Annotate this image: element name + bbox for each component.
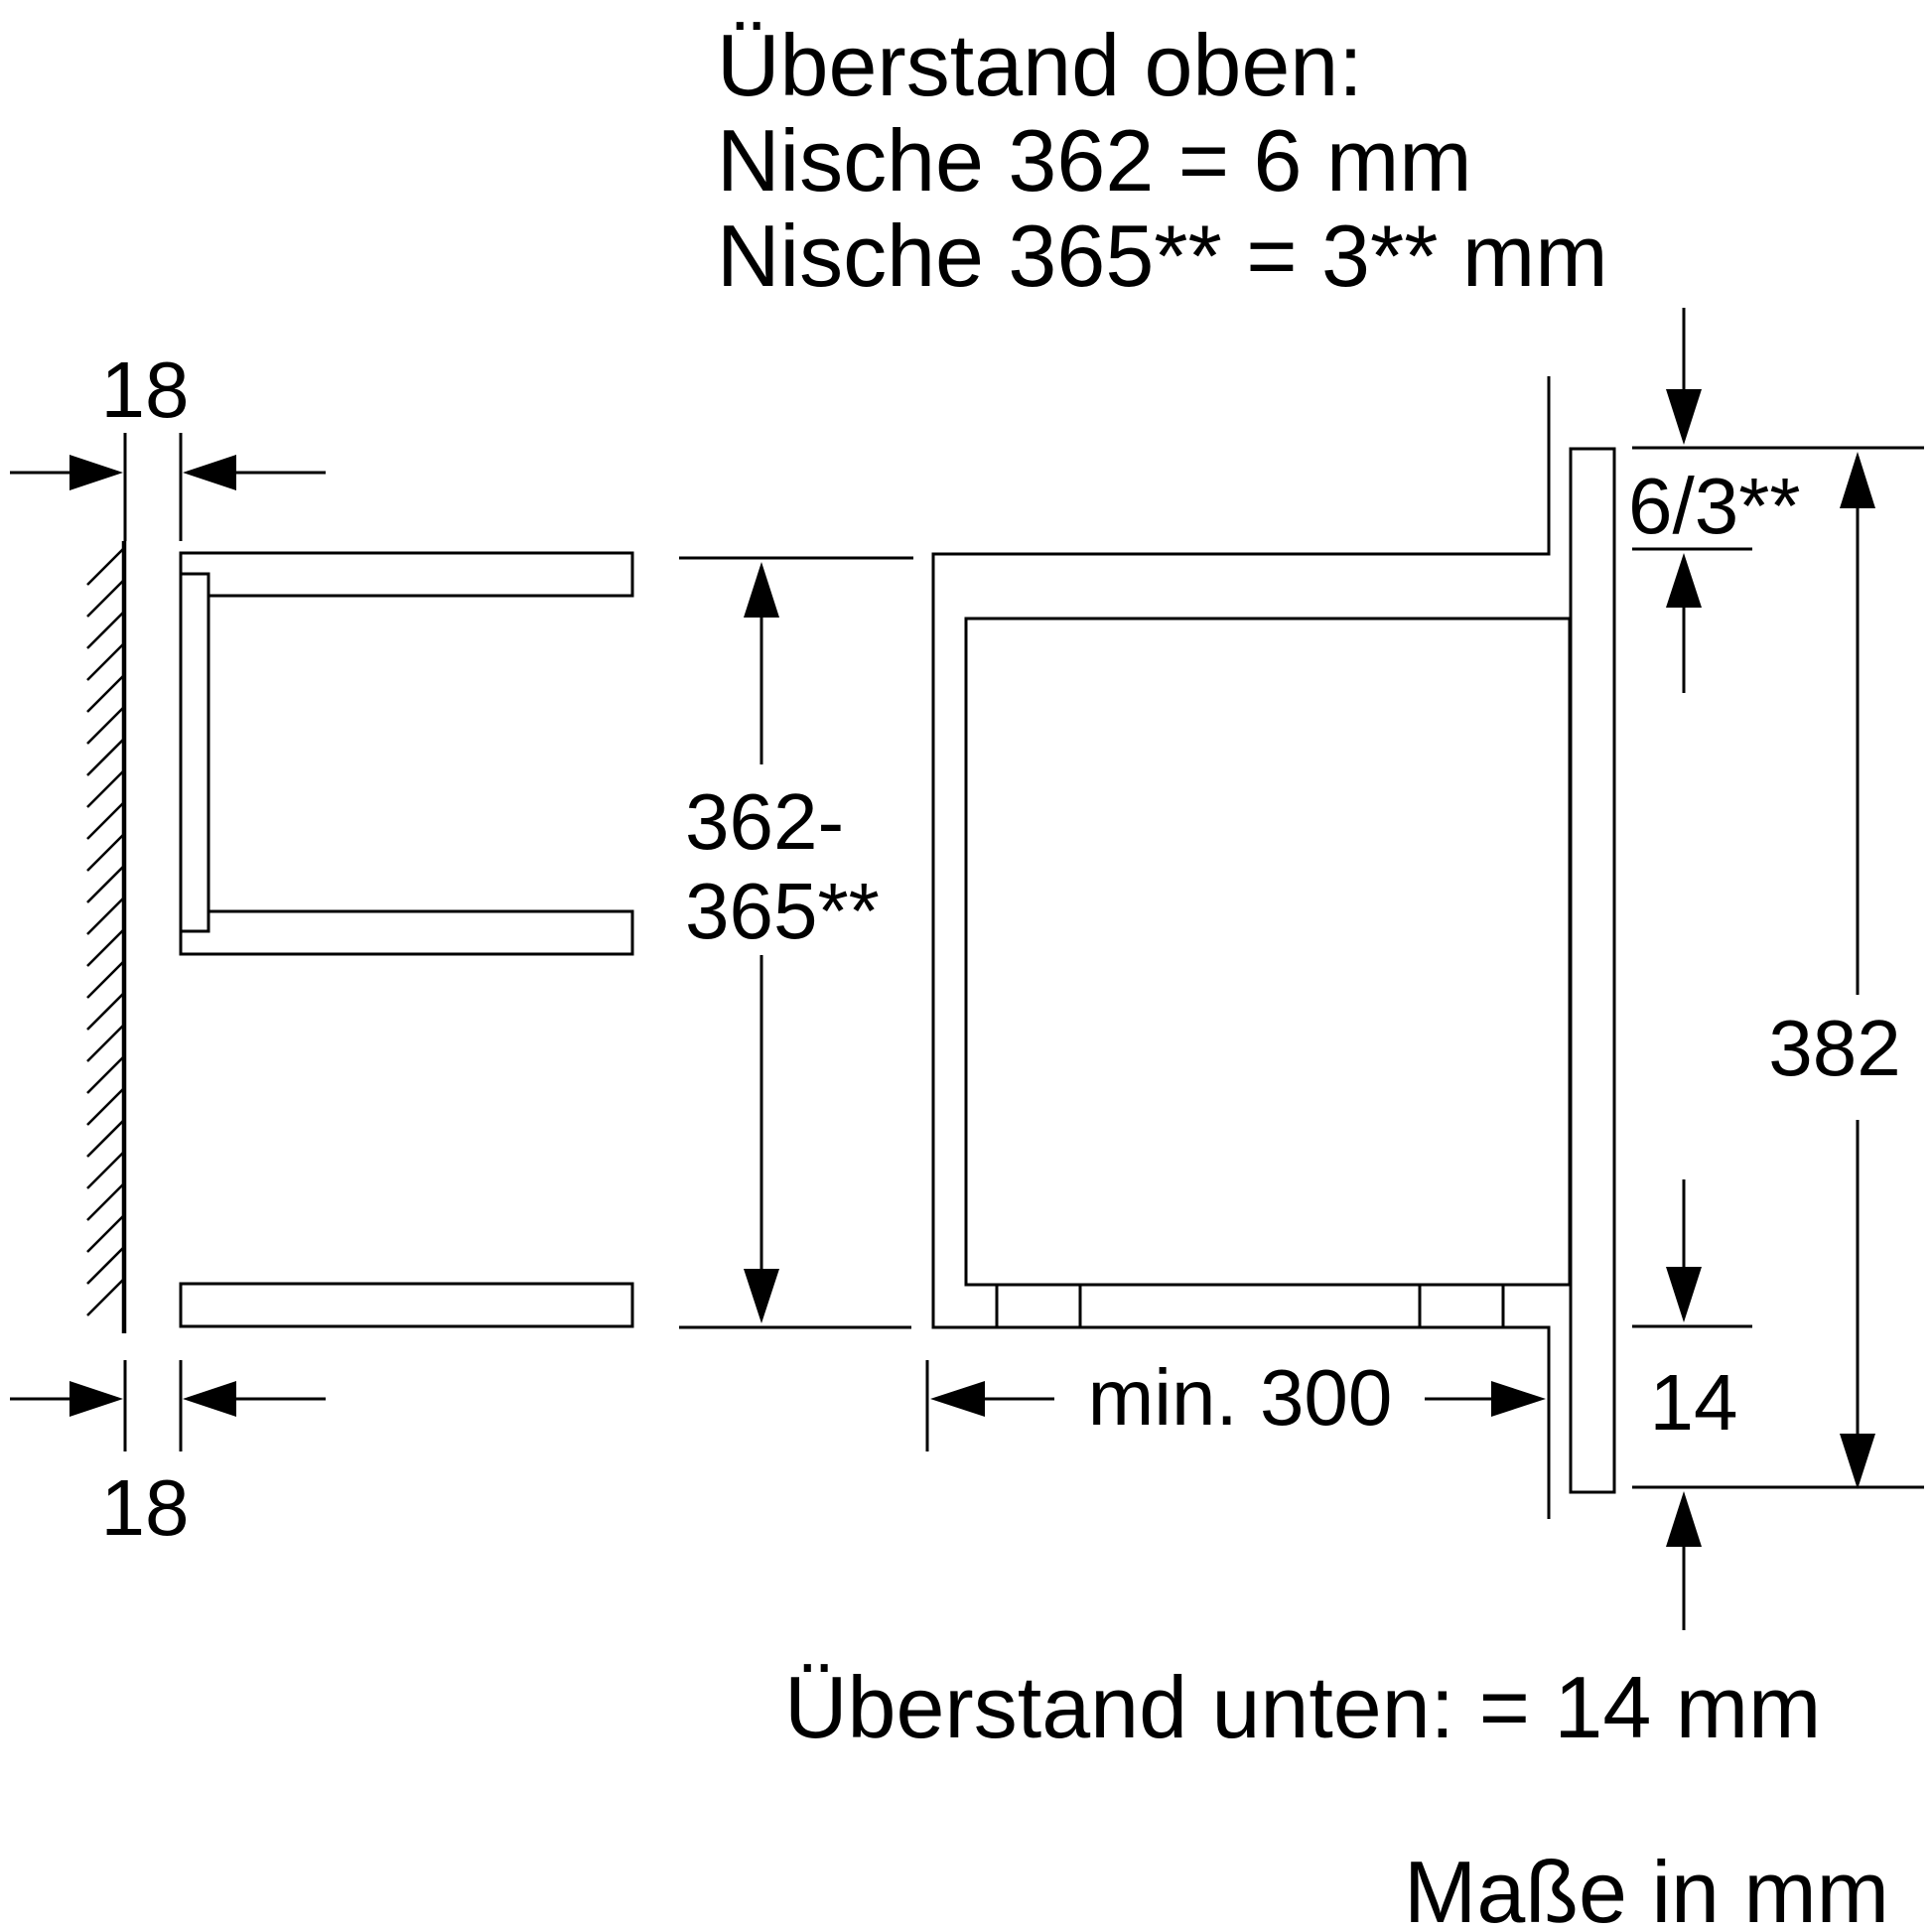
dim-18-bottom-label: 18 <box>101 1463 190 1552</box>
appliance-front-panel <box>1569 447 1616 1494</box>
top-overhang-label: 6/3** <box>1628 462 1800 550</box>
dim-18-top-arrow-right <box>183 455 236 490</box>
top-overhang-arrow-down <box>1666 389 1702 445</box>
note-units: Maße in mm <box>1404 1843 1889 1932</box>
cabinet-bottom-board <box>179 1282 634 1328</box>
cabinet-middle-board <box>179 909 634 956</box>
bottom-overhang-dimension: 14 <box>1632 1179 1924 1630</box>
dim-18-top-arrow-left <box>69 455 123 490</box>
top-overhang-dimension: 6/3** <box>1628 308 1924 693</box>
dim-18-top-label: 18 <box>101 345 190 434</box>
niche-height-arrow-bottom <box>744 1269 779 1323</box>
niche-height-arrow-top <box>744 562 779 618</box>
dim-18-bottom-arrow-left <box>69 1381 123 1417</box>
depth-dimension: min. 300 <box>925 1353 1546 1451</box>
niche-outline <box>931 376 1551 1519</box>
front-height-label: 382 <box>1768 1004 1900 1092</box>
bottom-overhang-label: 14 <box>1650 1358 1738 1447</box>
niche-view <box>931 376 1616 1519</box>
front-height-dimension: 382 <box>1768 452 1901 1489</box>
cabinet-top-board <box>179 551 634 598</box>
appliance-foot-left <box>995 1283 1082 1329</box>
front-height-arrow-bottom <box>1840 1434 1875 1489</box>
niche-height-label-line2: 365** <box>685 867 880 955</box>
dim-18-bottom-arrow-right <box>183 1381 236 1417</box>
niche-height-label-line1: 362- <box>685 777 844 866</box>
note-bottom-overhang: Überstand unten: = 14 mm <box>784 1658 1821 1756</box>
appliance-front-side-view <box>179 572 210 933</box>
side-view: 18 18 <box>10 345 634 1552</box>
wall-hatching <box>86 548 124 1316</box>
note-top-line3: Nische 365** = 3** mm <box>717 207 1608 305</box>
appliance-foot-right <box>1418 1283 1505 1329</box>
bottom-overhang-arrow-up <box>1666 1491 1702 1547</box>
depth-label: min. 300 <box>1088 1353 1393 1442</box>
depth-arrow-left <box>930 1381 985 1417</box>
note-top-line2: Nische 362 = 6 mm <box>717 111 1472 209</box>
depth-arrow-right <box>1491 1381 1546 1417</box>
appliance-body <box>964 617 1572 1287</box>
bottom-overhang-arrow-down <box>1666 1267 1702 1322</box>
front-height-arrow-top <box>1840 452 1875 508</box>
top-overhang-arrow-up <box>1666 553 1702 608</box>
niche-height-dimension: 362- 365** <box>679 556 913 1329</box>
note-top-line1: Überstand oben: <box>717 16 1363 114</box>
